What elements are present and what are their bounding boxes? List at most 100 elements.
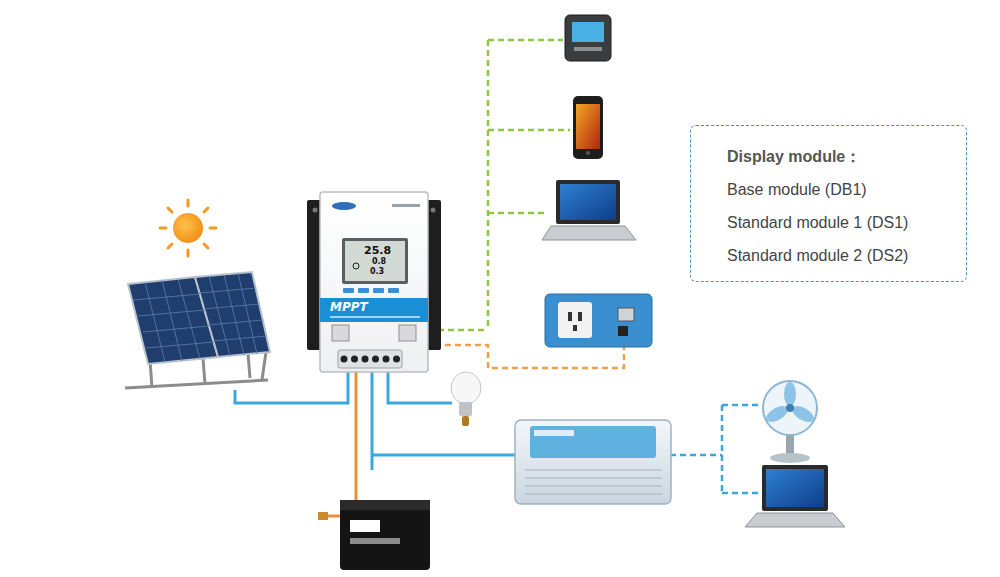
electric-fan [763, 381, 817, 463]
electric-fan-part [786, 404, 794, 412]
mppt-label: MPPT [330, 301, 368, 313]
laptop-base [745, 513, 845, 527]
panel-grid-part [178, 279, 200, 359]
current-reading: 0.8 [372, 258, 386, 266]
sun-rays-part [210, 227, 216, 230]
laptop [745, 465, 845, 527]
inverter-top [530, 426, 656, 458]
lcd-frame [342, 238, 408, 284]
power-wires [235, 372, 516, 470]
inverter-part [534, 430, 574, 436]
sun-rays-part [160, 227, 166, 230]
phone-screen [576, 104, 600, 149]
sun-rays-part [204, 208, 208, 212]
remote-meter [565, 15, 611, 61]
panel-stand-part [125, 380, 268, 388]
bulb-screw [462, 416, 469, 426]
sun-icon [160, 200, 216, 256]
lcd-icon [353, 263, 359, 269]
brand-logo [332, 202, 356, 210]
inverter-case [515, 420, 671, 504]
battery [318, 500, 430, 570]
sun-rays-part [168, 244, 172, 248]
charge-controller-part [431, 208, 436, 213]
sun-disc [173, 213, 203, 243]
pv-wire [235, 372, 348, 403]
keypad-part [358, 288, 369, 293]
charge-controller-part [313, 208, 318, 213]
laptop [542, 180, 636, 240]
meter-case [565, 15, 611, 61]
keypad-part [343, 288, 354, 293]
bulb-base [459, 402, 472, 416]
fan-base [770, 453, 810, 463]
panel-grid-part [145, 282, 165, 362]
legend-item: Standard module 1 (DS1) [727, 206, 956, 239]
phone-button [586, 151, 590, 155]
smartphone [573, 96, 603, 159]
light-bulb [451, 372, 481, 426]
ac-lines-part [721, 405, 724, 493]
panel-right [195, 272, 270, 357]
band-stripe [330, 316, 420, 318]
phone-case [573, 96, 603, 159]
battery-wire [326, 372, 356, 516]
brand-band [320, 298, 428, 322]
panel-grid-part [143, 326, 209, 332]
ebox-case [545, 294, 652, 347]
ebox-switch [618, 326, 628, 336]
comm-lines-part [488, 39, 563, 42]
battery-part [350, 538, 400, 544]
fan-blades-part [784, 382, 796, 406]
battery-label [350, 520, 380, 532]
terminal-screws-part [372, 356, 379, 363]
panel-grid-part [238, 273, 257, 354]
inverter-wire [372, 372, 516, 470]
laptop-base [542, 226, 636, 240]
wifi-box-part [568, 312, 572, 321]
laptop-screen [766, 469, 824, 507]
comm-lines-part [488, 129, 570, 132]
terminal-screws-part [362, 356, 369, 363]
terminal-screws-part [341, 356, 348, 363]
ac-lines-part [670, 454, 722, 457]
panel-grid-part [162, 280, 182, 361]
battery-case [340, 500, 430, 570]
charge-controller-box: 25.80.80.3MPPT [320, 192, 428, 372]
model-mark [392, 204, 420, 207]
fan-blades-part [790, 403, 817, 425]
meter-keys [574, 47, 602, 51]
wifi-box-part [573, 325, 577, 331]
ac-lines [670, 405, 762, 493]
power-reading: 0.3 [370, 268, 384, 276]
ebox-socket [558, 302, 592, 338]
panel-grid-part [146, 342, 214, 348]
legend-item: Base module (DB1) [727, 173, 956, 206]
battery-part [340, 500, 430, 510]
meter-screen [572, 22, 604, 42]
laptop-lid [556, 180, 620, 224]
panel-grid-part [138, 310, 205, 316]
display-module-box: Display module：Base module (DB1)Standard… [690, 125, 967, 282]
fan-blades [764, 382, 817, 425]
bulb-glass [451, 372, 481, 404]
sun-rays-part [187, 200, 190, 206]
inverter [515, 420, 671, 504]
keypad-part [388, 288, 399, 293]
rj45-port [399, 325, 416, 341]
inverter-fins-part [525, 485, 662, 487]
inverter-fins-part [525, 477, 662, 479]
lcd-screen [345, 241, 405, 281]
legend-item: Standard module 2 (DS2) [727, 239, 956, 272]
sun-rays-part [168, 208, 172, 212]
laptop-screen [560, 184, 616, 220]
keypad [343, 288, 399, 293]
wifi-box [545, 294, 652, 347]
terminal-screws-part [393, 356, 400, 363]
fan-guard [763, 381, 817, 435]
laptop-lid [762, 465, 828, 511]
sun-rays [160, 200, 216, 256]
panel-stand-part [262, 352, 266, 380]
